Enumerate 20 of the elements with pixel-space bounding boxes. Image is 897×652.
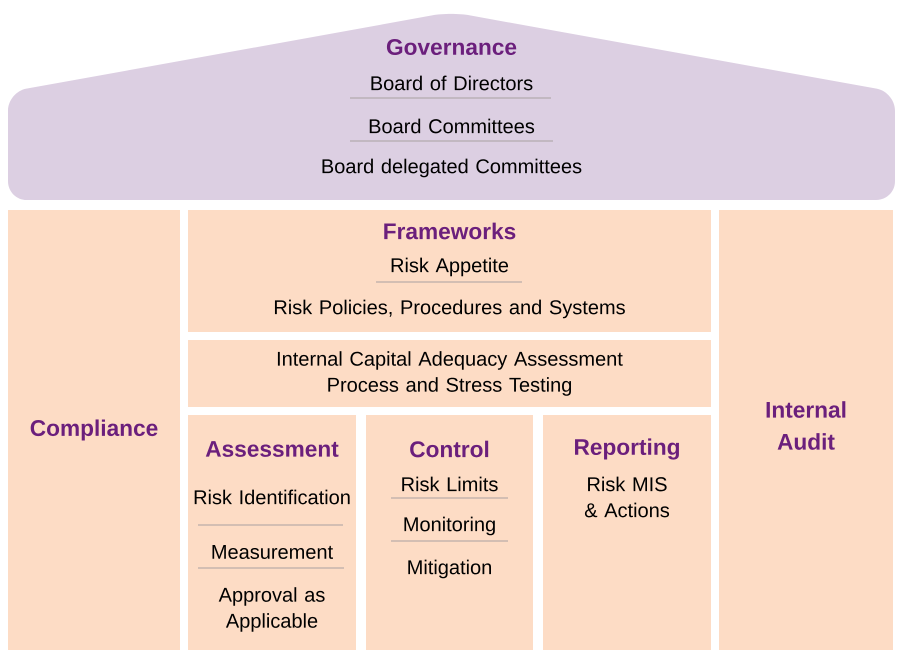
list-item: Risk Appetite: [392, 258, 508, 276]
list-item: Monitoring: [404, 516, 495, 536]
list-item: Risk Policies, Procedures and Systems: [274, 300, 625, 318]
section-heading: Compliance: [30, 419, 158, 441]
list-item: Measurement: [212, 545, 333, 559]
list-item: Board Committees: [370, 118, 534, 134]
list-item: Board delegated Committees: [322, 158, 582, 178]
section-heading: Frameworks: [384, 222, 516, 240]
list-item: Risk Identification: [194, 490, 350, 504]
list-item: Risk Limits: [402, 476, 498, 492]
section-heading: Control: [410, 440, 488, 458]
section-heading: Assessment: [206, 441, 338, 457]
list-item: Risk MIS & Actions: [584, 476, 670, 518]
section-heading: Reporting: [575, 438, 679, 460]
panel-text: Internal Capital Adequacy Assessment Process and Stress Testing: [278, 351, 623, 396]
section-heading: Internal Audit: [766, 401, 846, 450]
list-item: Board of Directors: [371, 76, 532, 90]
section-heading: Governance: [386, 38, 516, 56]
list-item: Mitigation: [408, 560, 491, 578]
list-item: Approval as Applicable: [218, 587, 325, 632]
